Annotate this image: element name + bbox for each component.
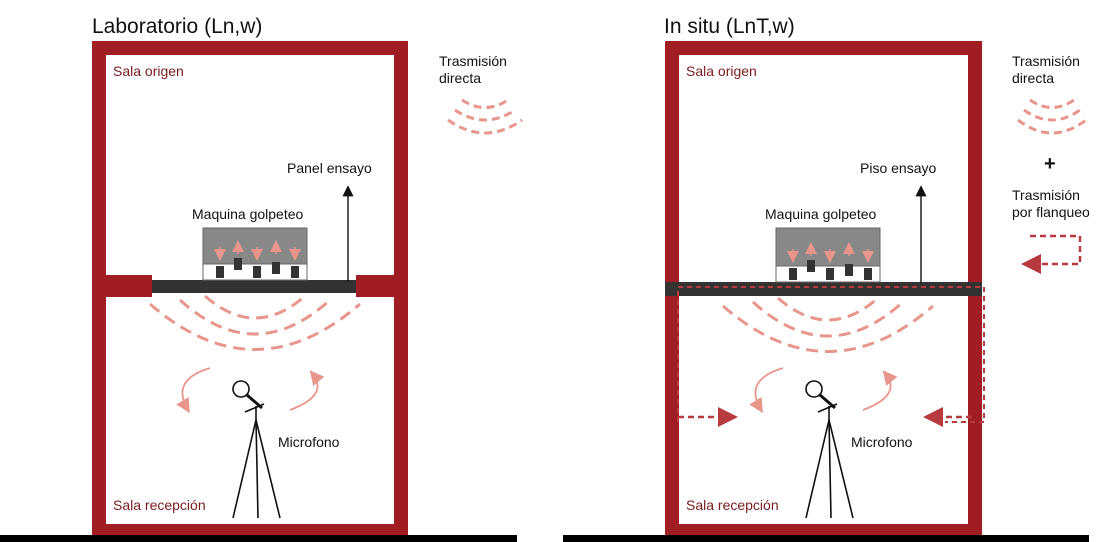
sala-recepcion-label: Sala recepción bbox=[113, 497, 206, 513]
in-situ-title: In situ (LnT,w) bbox=[664, 15, 795, 38]
legend-direct-line1-right: Trasmisión bbox=[1012, 53, 1080, 69]
reverb-arrow-left bbox=[176, 367, 211, 414]
sala-origen-label: Sala origen bbox=[113, 63, 184, 79]
tapping-machine bbox=[202, 227, 308, 281]
direct-sound-waves-right bbox=[722, 296, 934, 353]
maquina-label-right: Maquina golpeteo bbox=[765, 206, 877, 222]
microfono-label: Microfono bbox=[278, 434, 340, 450]
legend-flank-arrow bbox=[1021, 234, 1082, 274]
ground-line-right bbox=[563, 535, 1089, 542]
reverb-arrow-left-right bbox=[749, 367, 784, 414]
left-wall-stub bbox=[92, 275, 152, 297]
laboratory-title: Laboratorio (Ln,w) bbox=[92, 15, 262, 38]
reverb-arrow-right-right bbox=[862, 370, 898, 411]
right-wall-stub bbox=[356, 275, 408, 297]
maquina-label: Maquina golpeteo bbox=[192, 206, 304, 222]
test-floor bbox=[665, 282, 982, 296]
sala-origen-label-right: Sala origen bbox=[686, 63, 757, 79]
flanking-path bbox=[677, 286, 985, 423]
legend-plus: + bbox=[1044, 153, 1056, 175]
panel-ensayo-label: Panel ensayo bbox=[287, 160, 372, 176]
test-panel bbox=[152, 280, 356, 293]
legend-direct-line2: directa bbox=[439, 70, 481, 86]
tapping-machine-right bbox=[775, 227, 881, 283]
laboratory-diagram: Laboratorio (Ln,w) Sala origen Sala rece… bbox=[0, 15, 523, 542]
legend-direct-waves bbox=[447, 98, 523, 135]
microfono-label-right: Microfono bbox=[851, 434, 913, 450]
reverb-arrow-right bbox=[289, 370, 325, 411]
in-situ-diagram: In situ (LnT,w) Sala origen Sala recepci… bbox=[563, 15, 1090, 542]
microphone-icon bbox=[232, 380, 281, 519]
legend-flank-line1: Trasmisión bbox=[1012, 187, 1080, 203]
legend-direct-line2-right: directa bbox=[1012, 70, 1054, 86]
microphone-icon-right bbox=[805, 380, 854, 519]
legend-direct-waves-right bbox=[1017, 98, 1087, 135]
direct-sound-waves bbox=[149, 294, 361, 351]
ground-line-left bbox=[0, 535, 517, 542]
legend-flank-line2: por flanqueo bbox=[1012, 204, 1090, 220]
piso-ensayo-label: Piso ensayo bbox=[860, 160, 936, 176]
sala-recepcion-label-right: Sala recepción bbox=[686, 497, 779, 513]
legend-direct-line1: Trasmisión bbox=[439, 53, 507, 69]
